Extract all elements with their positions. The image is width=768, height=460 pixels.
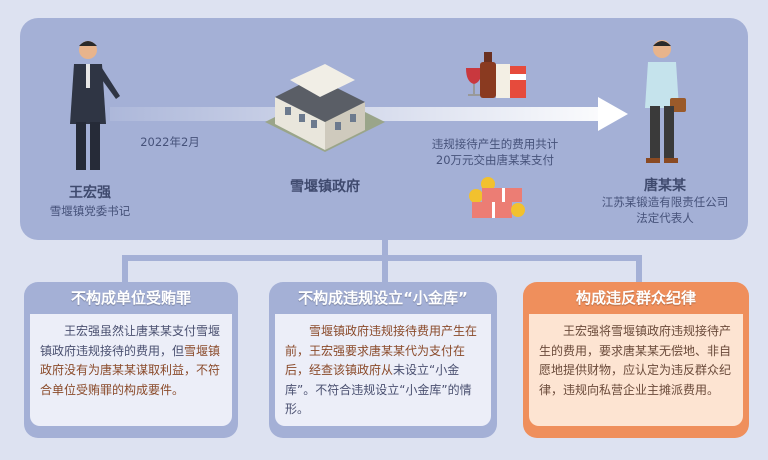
- card-not-slush-fund: 不构成违规设立“小金库” 雪堰镇政府违规接待费用产生在前，王宏强要求唐某某代为支…: [269, 282, 497, 438]
- person-right-name: 唐某某: [644, 178, 686, 194]
- card-body: 王宏强将雪堰镇政府违规接待产生的费用，要求唐某某无偿地、非自愿地提供财物，应认定…: [529, 314, 743, 426]
- card-title: 不构成单位受贿罪: [70, 289, 191, 307]
- person-right-title-line1: 江苏某锻造有限责任公司: [601, 195, 729, 209]
- card-body: 雪堰镇政府违规接待费用产生在前，王宏强要求唐某某代为支付在后，经查该镇政府从未设…: [275, 314, 491, 426]
- government-name: 雪堰镇政府: [290, 179, 360, 195]
- connector-right: [636, 255, 642, 283]
- person-right-title-line2: 法定代表人: [636, 211, 694, 225]
- card-text-highlight: 雪堰镇政府没有为唐某某谋取利益，不符合单位受贿罪的构成要件。: [40, 343, 221, 397]
- person-left-name: 王宏强: [69, 185, 111, 201]
- card-body: 王宏强虽然让唐某某支付雪堰镇政府违规接待的费用，但雪堰镇政府没有为唐某某谋取利益…: [30, 314, 232, 426]
- connector-left: [122, 255, 128, 283]
- businessman-figure-icon: [645, 40, 686, 163]
- payment-note-line1: 违规接待产生的费用共计: [431, 137, 559, 151]
- payment-note-line2: 20万元交由唐某某支付: [435, 153, 555, 167]
- connector-middle: [382, 255, 388, 283]
- card-title: 构成违反群众纪律: [575, 289, 696, 307]
- card-violates-mass-discipline: 构成违反群众纪律 王宏强将雪堰镇政府违规接待产生的费用，要求唐某某无偿地、非自愿…: [523, 282, 749, 438]
- top-panel: [20, 18, 748, 240]
- connector-stem: [382, 240, 388, 258]
- card-text-highlight: 雪堰镇政府违规接待费用产生在前，王宏强要求唐某某代为支付在后，经查该镇政府从: [285, 324, 478, 377]
- card-text: 未设立“小金库”。不符合违规设立“小金库”的情形。: [285, 363, 472, 416]
- card-title: 不构成违规设立“小金库”: [298, 289, 468, 307]
- wine-gifts-icon: [466, 52, 526, 98]
- date-label: 2022年2月: [140, 135, 200, 149]
- government-building-icon: [265, 64, 385, 152]
- official-figure-icon: [70, 41, 120, 170]
- person-left-title: 雪堰镇党委书记: [49, 204, 131, 218]
- cash-coins-icon: [469, 177, 525, 218]
- card-text: 王宏强将雪堰镇政府违规接待产生的费用，要求唐某某无偿地、非自愿地提供财物，应认定…: [539, 324, 732, 397]
- card-text: 王宏强虽然让唐某某支付雪堰镇政府违规接待的费用，但: [40, 324, 221, 358]
- card-not-unit-bribery: 不构成单位受贿罪 王宏强虽然让唐某某支付雪堰镇政府违规接待的费用，但雪堰镇政府没…: [24, 282, 238, 438]
